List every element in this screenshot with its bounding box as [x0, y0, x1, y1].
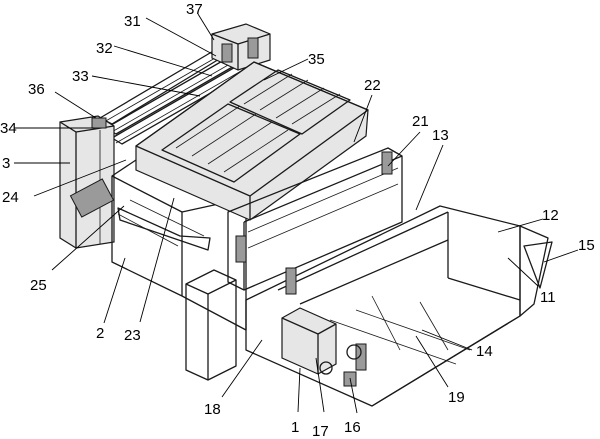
machine-drawing — [59, 23, 553, 407]
label-32: 32 — [96, 40, 113, 57]
label-21: 21 — [412, 113, 429, 130]
label-14: 14 — [476, 343, 493, 360]
label-1: 1 — [291, 419, 299, 436]
label-15: 15 — [578, 237, 595, 254]
label-18: 18 — [204, 401, 221, 418]
left-column — [59, 115, 115, 249]
label-34: 34 — [0, 120, 17, 137]
label-25: 25 — [30, 277, 47, 294]
lower-conveyor-frame — [245, 205, 553, 407]
label-22: 22 — [364, 77, 381, 94]
label-37: 37 — [186, 1, 203, 18]
label-36: 36 — [28, 81, 45, 98]
drive-motor — [281, 307, 362, 387]
label-2: 2 — [96, 325, 104, 342]
label-33: 33 — [72, 68, 89, 85]
label-24: 24 — [2, 189, 19, 206]
front-cabinet — [185, 269, 237, 381]
label-13: 13 — [432, 127, 449, 144]
upper-head-box — [135, 61, 369, 221]
middle-panel — [227, 147, 403, 291]
label-19: 19 — [448, 389, 465, 406]
label-16: 16 — [344, 419, 361, 436]
label-31: 31 — [124, 13, 141, 30]
label-3: 3 — [2, 155, 10, 172]
leader-lines — [14, 13, 579, 414]
front-ramp — [69, 178, 211, 251]
label-11: 11 — [540, 289, 556, 306]
label-17: 17 — [312, 423, 329, 439]
top-motor-unit — [211, 23, 271, 71]
label-12: 12 — [542, 207, 559, 224]
label-35: 35 — [308, 51, 325, 68]
label-23: 23 — [124, 327, 141, 344]
